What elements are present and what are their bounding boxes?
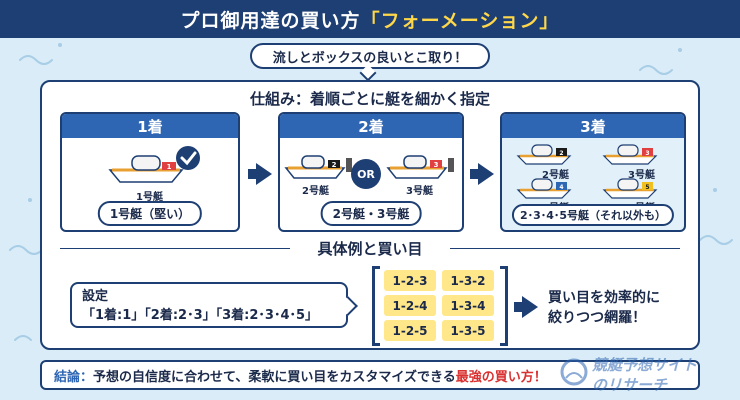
combo-item: 1-3-5	[442, 320, 494, 341]
divider-right	[450, 248, 680, 249]
arrow-right-icon	[256, 163, 272, 185]
title-highlight: 「フォーメーション」	[360, 9, 560, 32]
subtitle-pill: 流しとボックスの良いとこ取り！	[250, 43, 490, 69]
right-bracket	[500, 266, 508, 346]
boat-2-number: 2	[332, 161, 337, 169]
combo-item: 1-3-4	[442, 295, 494, 316]
boat-label-2: 2号艇	[542, 170, 569, 181]
conclusion-label: 結論：	[54, 369, 94, 385]
boat-label-1: 1号艇	[136, 192, 163, 203]
result-line-1: 買い目を効率的に	[548, 290, 660, 306]
svg-text:のリサーチ: のリサーチ	[592, 376, 668, 394]
boat-1-number: 1	[167, 163, 172, 171]
result-line-2: 絞りつつ網羅！	[548, 310, 647, 326]
card-summary-2nd: 2号艇・3号艇	[320, 201, 422, 226]
boat-label-3: 3号艇	[406, 186, 433, 197]
result-text: 買い目を効率的に 絞りつつ網羅！	[548, 288, 660, 328]
setting-detail: 「1着:1」「2着:2･3」「3着:2･3･4･5」	[82, 308, 319, 323]
position-card-1st: 1着 1 1号艇 1号艇（堅い）	[60, 112, 240, 232]
boat-2-icon: 2	[284, 155, 352, 179]
conclusion-text: 予想の自信度に合わせて、柔軟に買い目をカスタマイズできる	[93, 369, 456, 385]
card-header-3rd: 3着	[502, 114, 684, 138]
page-title: プロ御用達の買い方 「フォーメーション」	[0, 0, 740, 38]
card-header-2nd: 2着	[280, 114, 462, 138]
arrow-right-icon	[478, 163, 494, 185]
boat-1-icon: 1	[108, 146, 200, 183]
boat-3-number: 3	[645, 150, 649, 157]
subtitle-text: 流しとボックスの良いとこ取り！	[272, 50, 468, 66]
site-logo-watermark: 競艇予想サイト のリサーチ	[560, 356, 697, 394]
left-bracket	[372, 266, 380, 346]
conclusion-bar: 結論： 予想の自信度に合わせて、柔軟に買い目をカスタマイズできる 最強の買い方！	[40, 360, 700, 390]
conclusion-emphasis: 最強の買い方！	[455, 369, 547, 385]
or-badge: OR	[351, 159, 381, 189]
boat-2-icon: 2	[516, 144, 572, 165]
mechanism-heading: 仕組み：着順ごとに艇を細かく指定	[249, 90, 490, 108]
title-prefix: プロ御用達の買い方	[180, 9, 361, 32]
card-header-1st: 1着	[62, 114, 238, 138]
combo-item: 1-2-4	[384, 295, 436, 316]
combo-item: 1-3-2	[442, 270, 494, 291]
result-arrow-stem	[514, 302, 524, 312]
card-summary-3rd: 2･3･4･5号艇（それ以外も）	[511, 204, 675, 226]
boat-label-2: 2号艇	[302, 186, 329, 197]
setting-box: 設定 「1着:1」「2着:2･3」「3着:2･3･4･5」	[70, 282, 348, 328]
arrow-1-stem	[248, 169, 258, 179]
position-card-2nd: 2着 2 2号艇 3 3号艇 2号艇・3号艇	[278, 112, 464, 232]
combo-grid: 1-2-3 1-3-2 1-2-4 1-3-4 1-2-5 1-3-5	[384, 270, 496, 341]
boat-3-icon: 3	[386, 155, 454, 179]
boat-4-icon: 4	[516, 178, 572, 199]
boat-2-number: 2	[559, 150, 563, 157]
boat-3-icon: 3	[602, 144, 658, 165]
arrow-right-icon	[522, 296, 538, 318]
card-summary-1st: 1号艇（堅い）	[97, 201, 203, 226]
setting-label: 設定	[82, 289, 109, 304]
boat-4-number: 4	[559, 184, 563, 191]
divider-left	[60, 248, 290, 249]
boat-5-number: 5	[645, 184, 649, 191]
boat-3-number: 3	[434, 161, 439, 169]
boat-label-3: 3号艇	[628, 170, 655, 181]
check-icon	[180, 151, 197, 166]
combo-item: 1-2-3	[384, 270, 436, 291]
position-card-3rd: 3着 2 2号艇 3 3号艇 4 4号艇 5 5号艇 2･3･4･5号艇（それ以…	[500, 112, 686, 232]
svg-text:競艇予想サイト: 競艇予想サイト	[592, 356, 697, 374]
example-heading: 具体例と買い目	[317, 240, 423, 258]
boat-5-icon: 5	[602, 178, 658, 199]
arrow-2-stem	[470, 169, 480, 179]
combo-item: 1-2-5	[384, 320, 436, 341]
